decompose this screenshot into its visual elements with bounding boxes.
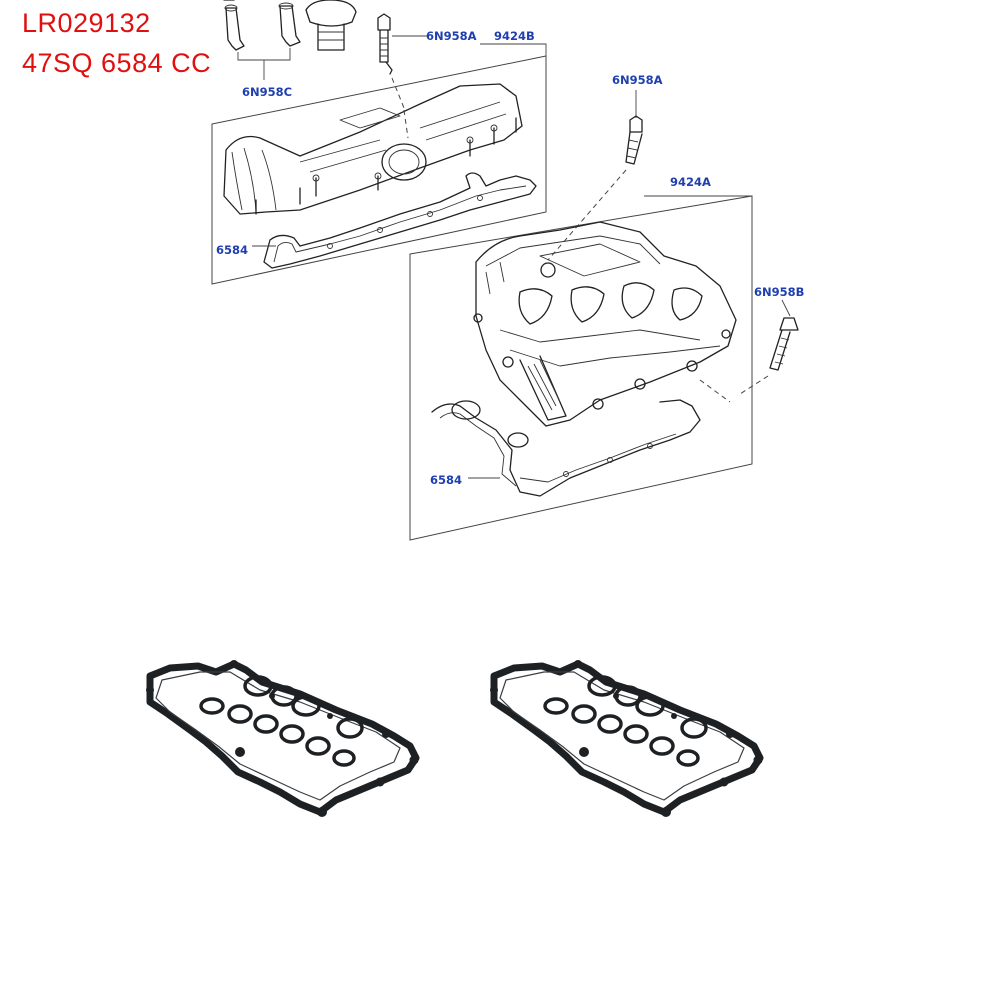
callout-cover-bottom: 9424A — [670, 175, 711, 189]
cover-9424B-frame — [211, 43, 547, 285]
oil-filler-cap — [305, 0, 357, 51]
stud-bolt-top — [377, 13, 428, 109]
breather-tubes — [223, 0, 301, 80]
valve-cover-9424A — [473, 221, 737, 427]
part-number-primary: LR029132 — [22, 8, 151, 38]
gasket-set-right — [490, 660, 764, 817]
part-number-secondary: 47SQ 6584 CC — [22, 48, 212, 78]
callout-stud-top: 6N958A — [426, 29, 477, 43]
gasket-6584-top-art — [252, 172, 537, 269]
cover-9424A-frame — [409, 195, 753, 541]
valve-cover-9424B — [223, 83, 523, 215]
callout-tube-pair: 6N958C — [242, 85, 292, 99]
callout-cover-top: 9424B — [494, 29, 535, 43]
gasket-6584-lower-art — [431, 399, 701, 497]
gasket-set-left — [146, 660, 420, 817]
stud-bolt-right — [547, 90, 643, 261]
stud-bolt-side — [699, 299, 799, 403]
callout-gasket-top: 6584 — [216, 243, 248, 257]
callout-stud-right: 6N958A — [612, 73, 663, 87]
callout-stud-side: 6N958B — [754, 285, 804, 299]
callout-gasket-bottom: 6584 — [430, 473, 462, 487]
